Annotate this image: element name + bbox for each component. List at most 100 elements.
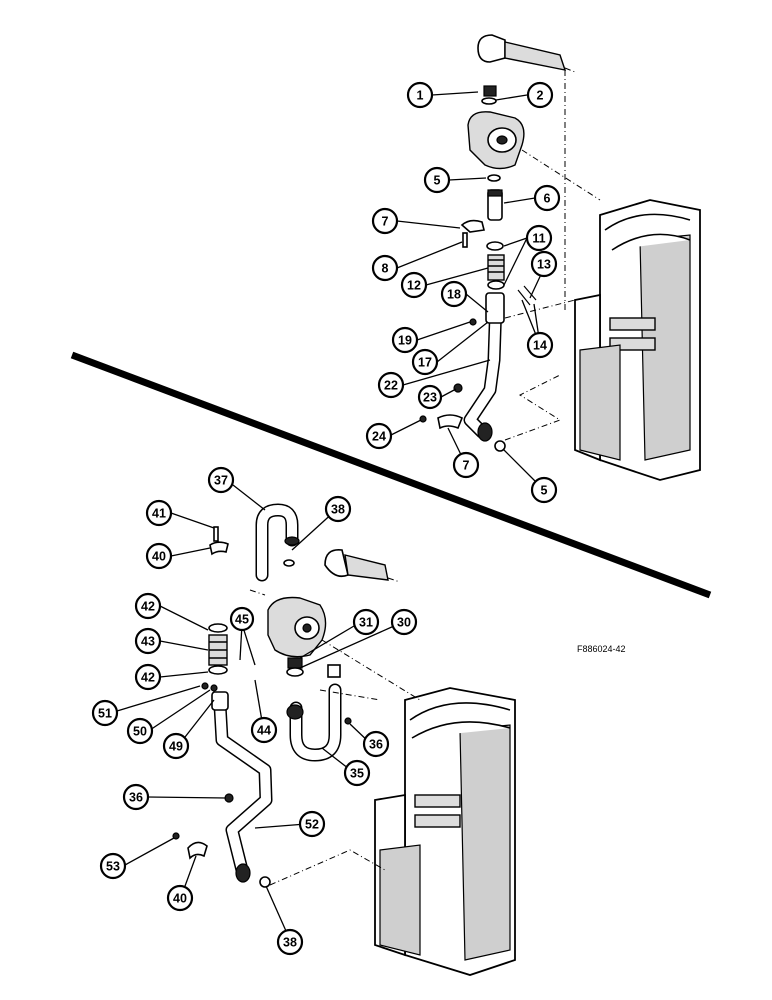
callout-label: 2 — [537, 89, 544, 103]
lower-u-hose — [286, 683, 352, 762]
upper-callouts: 1 2 5 6 7 8 11 12 13 18 19 17 14 22 23 2… — [365, 81, 561, 504]
callout-label: 52 — [305, 818, 319, 832]
upper-centerline — [521, 149, 601, 201]
callout-label: 7 — [463, 459, 470, 473]
callout-38: 38 — [324, 495, 352, 523]
callout-7: 7 — [371, 207, 399, 235]
figure-id: F886024-42 — [577, 644, 626, 654]
callout-11: 11 — [525, 224, 553, 252]
callout-label: 44 — [257, 724, 271, 738]
callout-35: 35 — [343, 759, 371, 787]
callout-label: 43 — [141, 635, 155, 649]
callout-40b: 40 — [166, 884, 194, 912]
callout-label: 53 — [106, 860, 120, 874]
callout-label: 5 — [541, 484, 548, 498]
callout-14: 14 — [526, 331, 554, 359]
callout-label: 11 — [532, 232, 545, 246]
upper-reservoir-tank — [574, 199, 701, 481]
callout-label: 22 — [384, 379, 398, 393]
lower-return-hose — [255, 503, 300, 582]
lower-filter-head — [267, 596, 327, 658]
callout-label: 30 — [397, 616, 411, 630]
callout-label: 42 — [141, 600, 155, 614]
callout-40: 40 — [145, 542, 173, 570]
callout-5: 5 — [423, 166, 451, 194]
callout-label: 5 — [434, 174, 441, 188]
callout-50: 50 — [126, 717, 154, 745]
callout-2: 2 — [526, 81, 554, 109]
callout-18: 18 — [440, 280, 468, 308]
callout-17: 17 — [411, 348, 439, 376]
callout-24: 24 — [365, 422, 393, 450]
callout-49: 49 — [162, 732, 190, 760]
callout-31: 31 — [352, 608, 380, 636]
callout-12: 12 — [400, 271, 428, 299]
lower-centerline — [321, 639, 421, 701]
callout-5b: 5 — [530, 476, 558, 504]
lower-centerline-4 — [319, 689, 381, 701]
callout-label: 42 — [141, 671, 155, 685]
callout-label: 17 — [418, 356, 432, 370]
callout-label: 38 — [331, 503, 345, 517]
lower-centerline-3 — [269, 849, 386, 886]
callout-8: 8 — [371, 254, 399, 282]
callout-1: 1 — [406, 81, 434, 109]
callout-label: 7 — [382, 215, 389, 229]
callout-23: 23 — [417, 384, 443, 410]
callout-label: 37 — [214, 474, 228, 488]
callout-45: 45 — [229, 606, 255, 632]
callout-label: 31 — [359, 616, 373, 630]
lower-elbow-fitting — [324, 548, 401, 583]
callout-42: 42 — [134, 592, 162, 620]
lower-long-hose — [172, 691, 273, 888]
callout-label: 40 — [152, 550, 166, 564]
callout-label: 40 — [173, 892, 187, 906]
callout-38b: 38 — [276, 928, 304, 956]
callout-36: 36 — [362, 730, 390, 758]
lower-centerline-2 — [249, 589, 266, 596]
callout-label: 50 — [133, 725, 147, 739]
callout-label: 1 — [417, 89, 424, 103]
callout-19: 19 — [391, 326, 419, 354]
callout-label: 8 — [382, 262, 389, 276]
lower-reservoir-tank — [374, 687, 516, 976]
callout-label: 38 — [283, 936, 297, 950]
callout-label: 23 — [423, 391, 437, 405]
callout-label: 49 — [169, 740, 183, 754]
callout-label: 24 — [372, 430, 386, 444]
upper-hose — [419, 285, 537, 452]
callout-30: 30 — [390, 608, 418, 636]
callout-37: 37 — [207, 466, 235, 494]
lower-filter-element — [201, 526, 229, 692]
callout-22: 22 — [377, 371, 405, 399]
lower-center-fittings — [286, 657, 341, 678]
upper-parts-stack — [460, 85, 505, 290]
callout-label: 6 — [544, 192, 551, 206]
callout-6: 6 — [533, 184, 561, 212]
callout-44: 44 — [250, 716, 278, 744]
callout-label: 36 — [129, 791, 143, 805]
lower-view — [116, 484, 516, 976]
callout-label: 51 — [98, 707, 112, 721]
callout-label: 19 — [398, 334, 412, 348]
callout-label: 18 — [447, 288, 461, 302]
callout-51: 51 — [91, 699, 119, 727]
callout-label: 45 — [235, 613, 249, 627]
callout-52: 52 — [298, 810, 326, 838]
callout-13: 13 — [530, 250, 558, 278]
callout-42b: 42 — [134, 663, 162, 691]
upper-centerline-3 — [504, 374, 562, 441]
callout-label: 36 — [369, 738, 383, 752]
callout-label: 12 — [407, 279, 421, 293]
callout-43: 43 — [134, 627, 162, 655]
callout-label: 13 — [537, 258, 551, 272]
callout-label: 41 — [152, 507, 166, 521]
upper-view — [390, 34, 701, 491]
callout-label: 35 — [350, 767, 364, 781]
callout-36b: 36 — [122, 783, 150, 811]
upper-filter-head — [467, 111, 525, 170]
callout-7b: 7 — [452, 451, 480, 479]
lower-callouts: 37 38 41 40 42 45 31 30 43 42 51 50 49 4… — [91, 466, 418, 956]
callout-label: 14 — [533, 339, 547, 353]
